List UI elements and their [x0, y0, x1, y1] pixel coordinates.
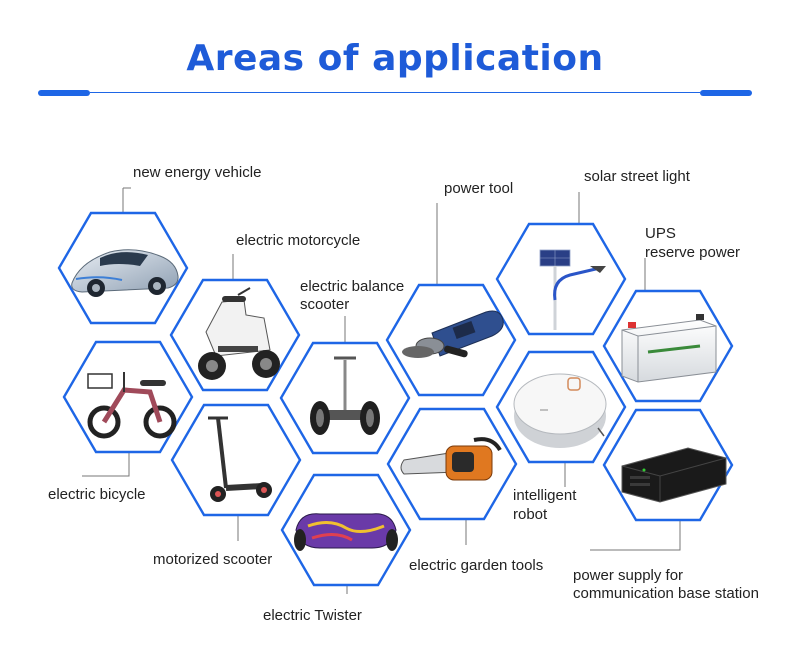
label-electric-twister: electric Twister [263, 607, 362, 624]
hex-solar-street-light [495, 222, 627, 336]
label-intelligent-robot-line2: robot [513, 506, 548, 523]
hex-electric-bicycle [62, 340, 194, 454]
label-motorized-scooter: motorized scooter [153, 551, 273, 568]
hex-intelligent-robot [495, 350, 627, 464]
power-supply-icon [621, 447, 727, 503]
kick-scooter-icon [208, 416, 272, 502]
car-icon [71, 249, 179, 297]
street-light-icon [539, 249, 606, 330]
title-divider [90, 92, 700, 93]
robot-vacuum-icon [513, 373, 607, 448]
battery-icon [621, 314, 717, 383]
label-electric-balance-line1: electric balance [300, 278, 405, 295]
title-accent-bar-right [700, 90, 752, 96]
label-intelligent-robot-line1: intelligent [513, 487, 577, 504]
hex-motorized-scooter [170, 403, 302, 517]
label-electric-motorcycle: electric motorcycle [236, 232, 361, 249]
label-solar-street-light: solar street light [584, 168, 690, 185]
label-ups-line1: UPS [645, 225, 676, 242]
page-title: Areas of application [186, 38, 604, 79]
label-power-supply-line2: communication base station [573, 585, 759, 602]
motorcycle-icon [198, 287, 280, 380]
hex-electric-motorcycle [169, 278, 301, 392]
hoverboard-icon [294, 513, 398, 551]
hex-electric-twister [280, 473, 412, 587]
label-electric-bicycle: electric bicycle [48, 486, 146, 503]
angle-grinder-icon [402, 310, 504, 358]
balance-scooter-icon [310, 356, 380, 435]
hex-power-supply-base-station [602, 408, 734, 522]
chainsaw-icon [400, 437, 502, 481]
label-electric-garden-tools: electric garden tools [409, 557, 544, 574]
hex-new-energy-vehicle [57, 211, 189, 325]
label-new-energy-vehicle: new energy vehicle [133, 164, 262, 181]
hex-power-tool [385, 283, 517, 397]
label-electric-balance-line2: scooter [300, 296, 350, 313]
hex-ups-reserve-power [602, 289, 734, 403]
bicycle-icon [87, 372, 177, 439]
label-ups-line2: reserve power [645, 244, 741, 261]
hex-electric-garden-tools [386, 407, 518, 521]
hex-electric-balance-scooter [279, 341, 411, 455]
label-power-tool: power tool [444, 180, 514, 197]
title-accent-bar-left [38, 90, 90, 96]
label-power-supply-line1: power supply for [573, 567, 684, 584]
